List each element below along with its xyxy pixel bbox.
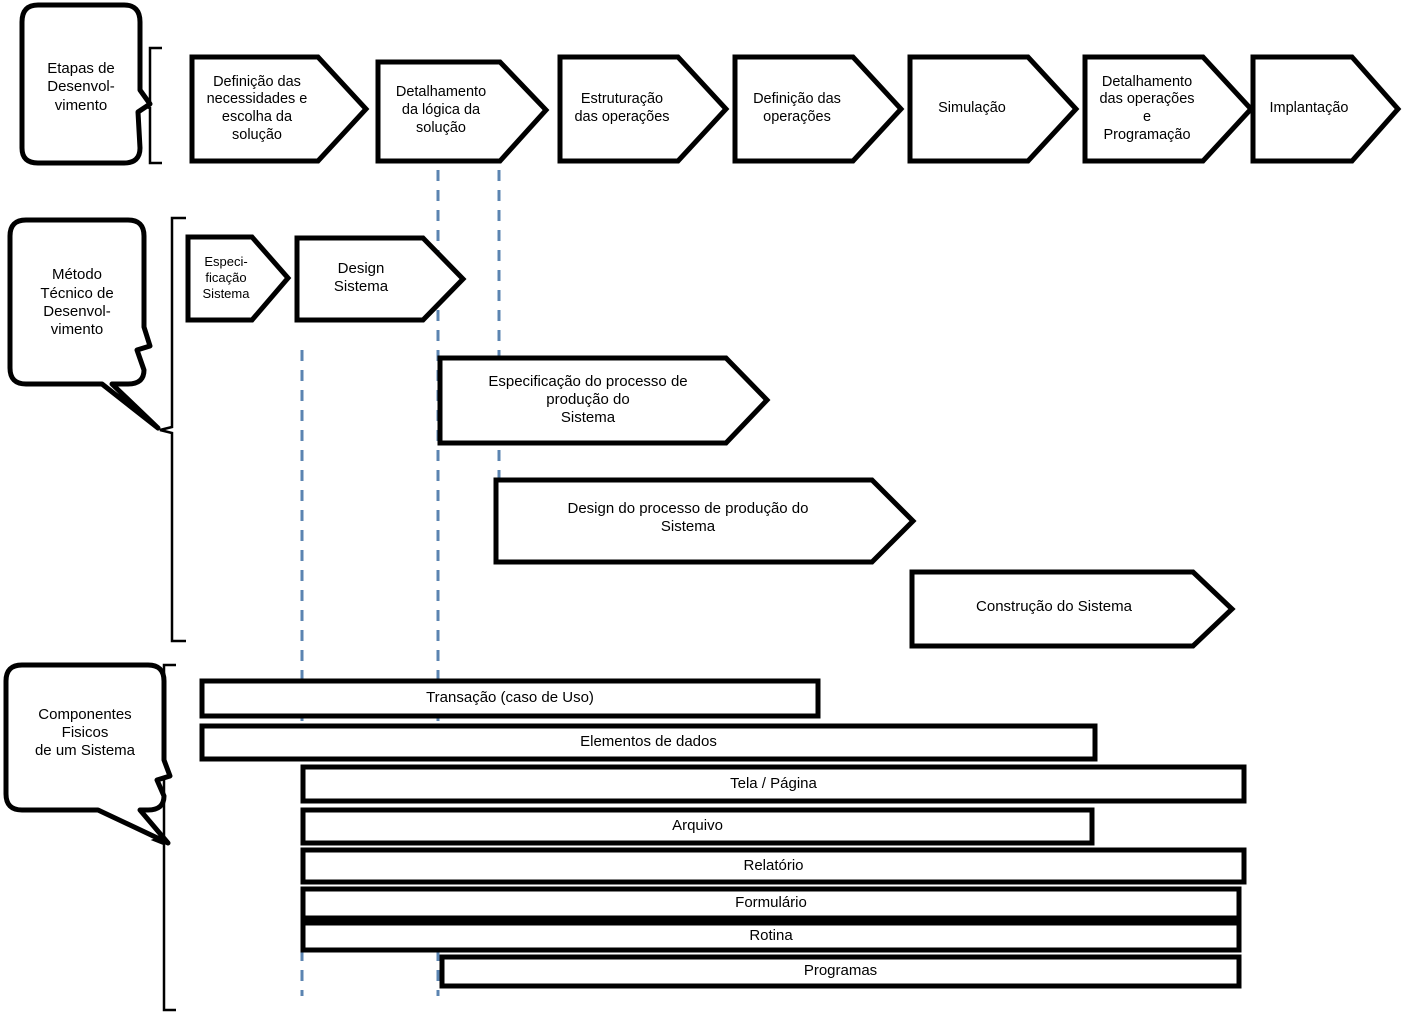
brace-metodo	[159, 216, 186, 643]
bar-shape-tela-pagina[interactable]	[300, 764, 1247, 804]
step-shape-definicao-operacoes[interactable]	[732, 54, 905, 164]
section-braces	[138, 46, 186, 1012]
callout-shapes	[3, 2, 173, 846]
step-shape-especificacao-sistema[interactable]	[185, 234, 292, 323]
callout-etapas-shape	[19, 2, 153, 166]
step-shape-especificacao-processo-producao[interactable]	[437, 355, 771, 446]
bar-shape-elementos-dados[interactable]	[199, 723, 1098, 762]
row-etapas-shapes	[189, 54, 1402, 164]
bar-shape-formulario[interactable]	[300, 886, 1242, 921]
step-shape-estruturacao-operacoes[interactable]	[557, 54, 730, 164]
bar-shape-arquivo[interactable]	[300, 807, 1095, 846]
step-shape-construcao-sistema[interactable]	[909, 569, 1236, 649]
row-componentes-shapes	[199, 678, 1247, 989]
bar-shape-programas[interactable]	[439, 954, 1242, 989]
step-shape-definicao-necessidades[interactable]	[189, 54, 370, 164]
bar-shape-relatorio[interactable]	[300, 847, 1247, 885]
bar-shape-rotina[interactable]	[300, 920, 1242, 953]
callout-metodo-shape	[7, 217, 161, 431]
step-shape-simulacao[interactable]	[907, 54, 1080, 164]
step-shape-implantacao[interactable]	[1250, 54, 1402, 164]
step-shape-detalhamento-operacoes-programacao[interactable]	[1082, 54, 1255, 164]
step-shape-design-sistema[interactable]	[294, 235, 467, 323]
step-shape-detalhamento-logica[interactable]	[375, 59, 550, 164]
bar-shape-transacao[interactable]	[199, 678, 821, 719]
brace-componentes	[150, 663, 176, 1012]
step-shape-design-processo-producao[interactable]	[493, 477, 917, 565]
row-metodo-shapes	[185, 234, 1236, 649]
callout-componentes-shape	[3, 662, 173, 846]
